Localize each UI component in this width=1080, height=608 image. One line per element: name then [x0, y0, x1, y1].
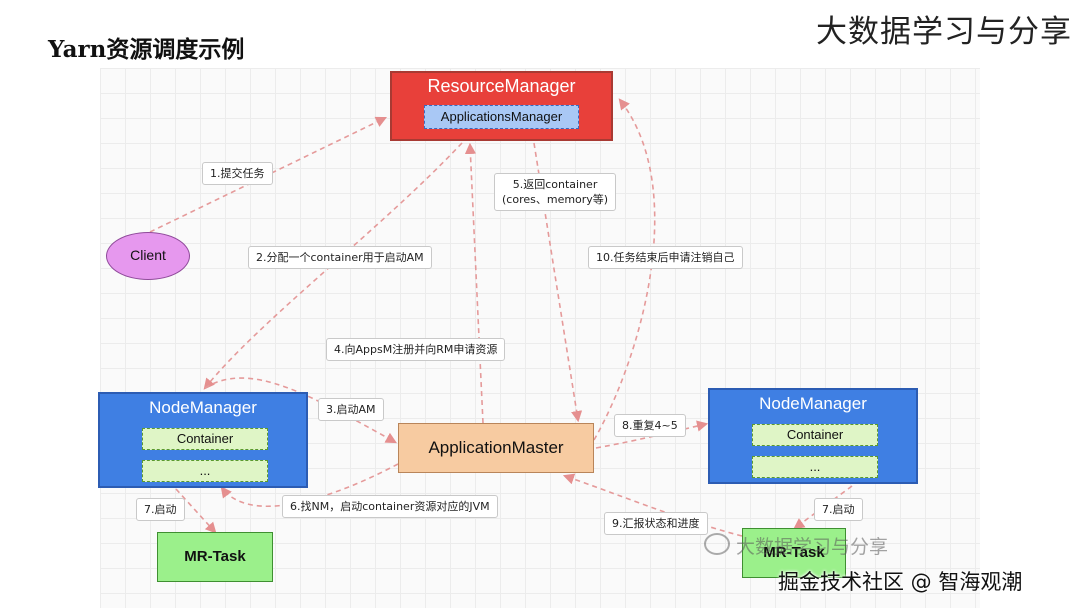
- node-manager-right: NodeManager Container ...: [708, 388, 918, 484]
- step-7a-label: 7.启动: [136, 498, 185, 521]
- application-master-node: ApplicationMaster: [398, 423, 594, 473]
- step-2-label: 2.分配一个container用于启动AM: [248, 246, 432, 269]
- step-3-label: 3.启动AM: [318, 398, 384, 421]
- container-slot-more: ...: [142, 460, 268, 482]
- resource-manager-label: ResourceManager: [427, 76, 576, 96]
- wechat-icon: [704, 533, 730, 555]
- step-5-line-2: (cores、memory等): [502, 193, 609, 206]
- node-manager-left-label: NodeManager: [149, 398, 257, 417]
- resource-manager-node: ResourceManager ApplicationsManager: [390, 71, 613, 141]
- container-slot: Container: [142, 428, 268, 450]
- step-1-label: 1.提交任务: [202, 162, 273, 185]
- container-slot-more: ...: [752, 456, 878, 478]
- step-5-label: 5.返回container (cores、memory等): [494, 173, 617, 211]
- arrow-register-request: [464, 142, 484, 424]
- page-title: Yarn资源调度示例: [48, 36, 245, 63]
- arrow-unregister: [593, 98, 656, 441]
- step-7b-label: 7.启动: [814, 498, 863, 521]
- watermark-text: 大数据学习与分享: [736, 536, 889, 558]
- brand-logo-text: 大数据学习与分享: [816, 14, 1072, 50]
- mr-task-left: MR-Task: [157, 532, 273, 582]
- step-9-label: 9.汇报状态和进度: [604, 512, 708, 535]
- arrow-start-task-left: [175, 488, 217, 534]
- node-manager-right-label: NodeManager: [759, 394, 867, 413]
- client-node: Client: [106, 232, 190, 280]
- container-slot: Container: [752, 424, 878, 446]
- mr-task-right: MR-Task: [742, 528, 846, 578]
- arrow-start-task-right: [793, 485, 853, 530]
- arrow-report-status: [562, 473, 743, 537]
- step-8-label: 8.重复4~5: [614, 414, 686, 437]
- footer-credit: 掘金技术社区 @ 智海观潮: [778, 570, 1023, 594]
- arrow-start-am: [204, 377, 397, 444]
- step-4-label: 4.向AppsM注册并向RM申请资源: [326, 338, 506, 361]
- step-5-line-1: 5.返回container: [512, 178, 598, 191]
- node-manager-left: NodeManager Container ...: [98, 392, 308, 488]
- applications-manager-box: ApplicationsManager: [424, 105, 579, 129]
- arrow-repeat: [595, 420, 709, 449]
- step-6-label: 6.找NM，启动container资源对应的JVM: [282, 495, 498, 518]
- step-10-label: 10.任务结束后申请注销自己: [588, 246, 743, 269]
- arrow-allocate-container: [203, 142, 463, 390]
